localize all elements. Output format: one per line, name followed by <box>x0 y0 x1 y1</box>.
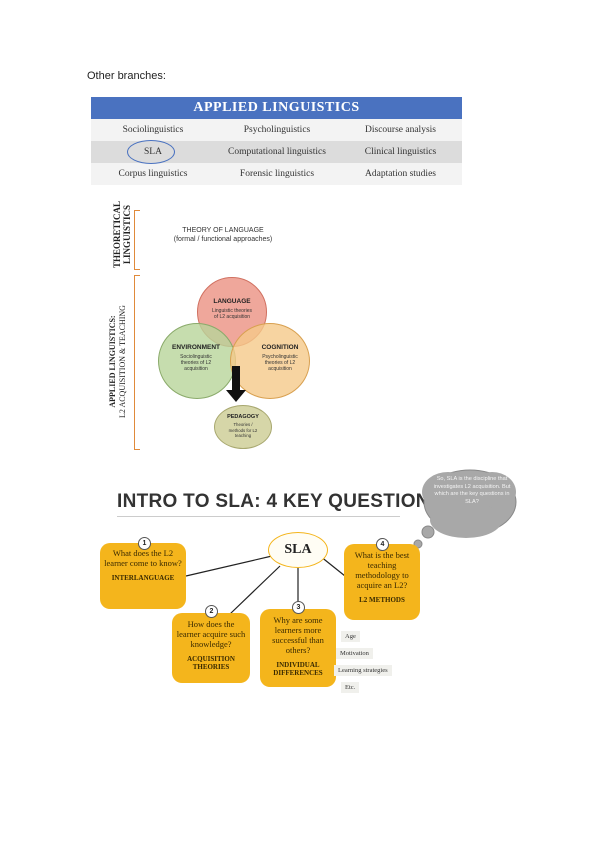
question-1-box: What does the L2 learner come to know? I… <box>100 543 186 609</box>
cloud-text: So, SLA is the discipline that investiga… <box>433 476 511 505</box>
table-cell: Corpus linguistics <box>118 169 188 179</box>
pedagogy-circle <box>214 405 272 449</box>
theory-of-language-text: THEORY OF LANGUAGE (formal / functional … <box>163 226 283 244</box>
factor-tag: Age <box>341 631 360 642</box>
venn-text-line: of L2 acquisition <box>213 314 251 320</box>
page-heading: Other branches: <box>87 70 166 82</box>
number-badge-4: 4 <box>376 538 389 551</box>
table-cell: Forensic linguistics <box>239 169 315 179</box>
pedagogy-subtitle: Theories / methods for L2 teaching <box>216 422 270 439</box>
table-cell: Discourse analysis <box>365 125 436 135</box>
table-cell: Clinical linguistics <box>364 147 437 157</box>
cognition-subtitle: Psycholinguistic theories of L2 acquisit… <box>250 354 310 372</box>
table-cell: Adaptation studies <box>365 169 436 179</box>
applied-linguistics-table: APPLIED LINGUISTICS Sociolinguistics Psy… <box>91 97 462 185</box>
question-text: Why are some learners more successful th… <box>272 615 324 655</box>
language-title: LANGUAGE <box>213 298 251 305</box>
table-row: Corpus linguistics Forensic linguistics … <box>91 163 462 185</box>
down-arrow-icon <box>226 390 246 402</box>
table-row: Sociolinguistics Psycholinguistics Disco… <box>91 119 462 141</box>
table-cell: Computational linguistics <box>228 147 326 157</box>
venn-text-line: Theories / <box>233 422 253 427</box>
question-3-box: Why are some learners more successful th… <box>260 609 336 687</box>
sla-highlight-ring <box>127 140 175 164</box>
theoretical-bracket <box>134 210 140 270</box>
table-row: SLA Computational linguistics Clinical l… <box>91 140 462 164</box>
sla-center-node: SLA <box>268 532 328 568</box>
number-badge-3: 3 <box>292 601 305 614</box>
table-cell-sla: SLA <box>91 140 215 164</box>
thought-cloud <box>413 469 517 549</box>
applied-bracket <box>134 275 140 450</box>
venn-text-line: acquisition <box>268 366 292 372</box>
venn-diagram: LANGUAGE Linguistic theories of L2 acqui… <box>150 275 330 455</box>
environment-title: ENVIRONMENT <box>171 344 221 351</box>
question-text: How does the learner acquire such knowle… <box>176 619 246 649</box>
pedagogy-title: PEDAGOGY <box>227 414 259 420</box>
theory-line: (formal / functional approaches) <box>173 236 273 243</box>
venn-text-line: Sociolinguistic <box>180 354 212 360</box>
question-2-box: How does the learner acquire such knowle… <box>172 613 250 683</box>
cognition-circle <box>230 323 310 399</box>
venn-text-line: methods for L2 <box>228 427 258 433</box>
table-cell: Sociolinguistics <box>122 125 184 135</box>
down-arrow-shaft <box>232 366 240 392</box>
venn-text-line: Psycholinguistic <box>262 354 298 360</box>
question-label: ACQUISITION THEORIES <box>187 655 235 671</box>
intro-title: INTRO TO SLA: 4 KEY QUESTIONS <box>117 491 443 512</box>
venn-text-line: theories of L2 <box>180 360 212 366</box>
table-cell: Psycholinguistics <box>243 125 311 135</box>
venn-text-line: acquisition <box>184 366 208 372</box>
environment-subtitle: Sociolinguistic theories of L2 acquisiti… <box>168 354 224 372</box>
question-4-box: What is the best teaching methodology to… <box>344 544 420 620</box>
venn-text-line: teaching <box>234 433 252 438</box>
number-badge-2: 2 <box>205 605 218 618</box>
question-text: What does the L2 learner come to know? <box>104 548 182 568</box>
question-text: What is the best teaching methodology to… <box>354 550 410 590</box>
factor-tag: Etc. <box>341 682 360 693</box>
title-underline <box>117 516 400 517</box>
venn-text-line: theories of L2 <box>264 360 296 366</box>
number-badge-1: 1 <box>138 537 151 550</box>
cognition-title: COGNITION <box>261 344 299 351</box>
factor-tag: Learning strategies <box>334 665 392 676</box>
factor-tag: Motivation <box>336 648 373 659</box>
applied-linguistics-title: APPLIED LINGUISTICS <box>91 97 462 119</box>
language-subtitle: Linguistic theories of L2 acquisition <box>204 308 260 320</box>
venn-text-line: Linguistic theories <box>211 308 253 314</box>
theory-line: THEORY OF LANGUAGE <box>182 227 264 234</box>
question-label: INTERLANGUAGE <box>111 574 175 582</box>
question-label: INDIVIDUAL DIFFERENCES <box>273 661 323 677</box>
question-label: L2 METHODS <box>359 596 405 604</box>
